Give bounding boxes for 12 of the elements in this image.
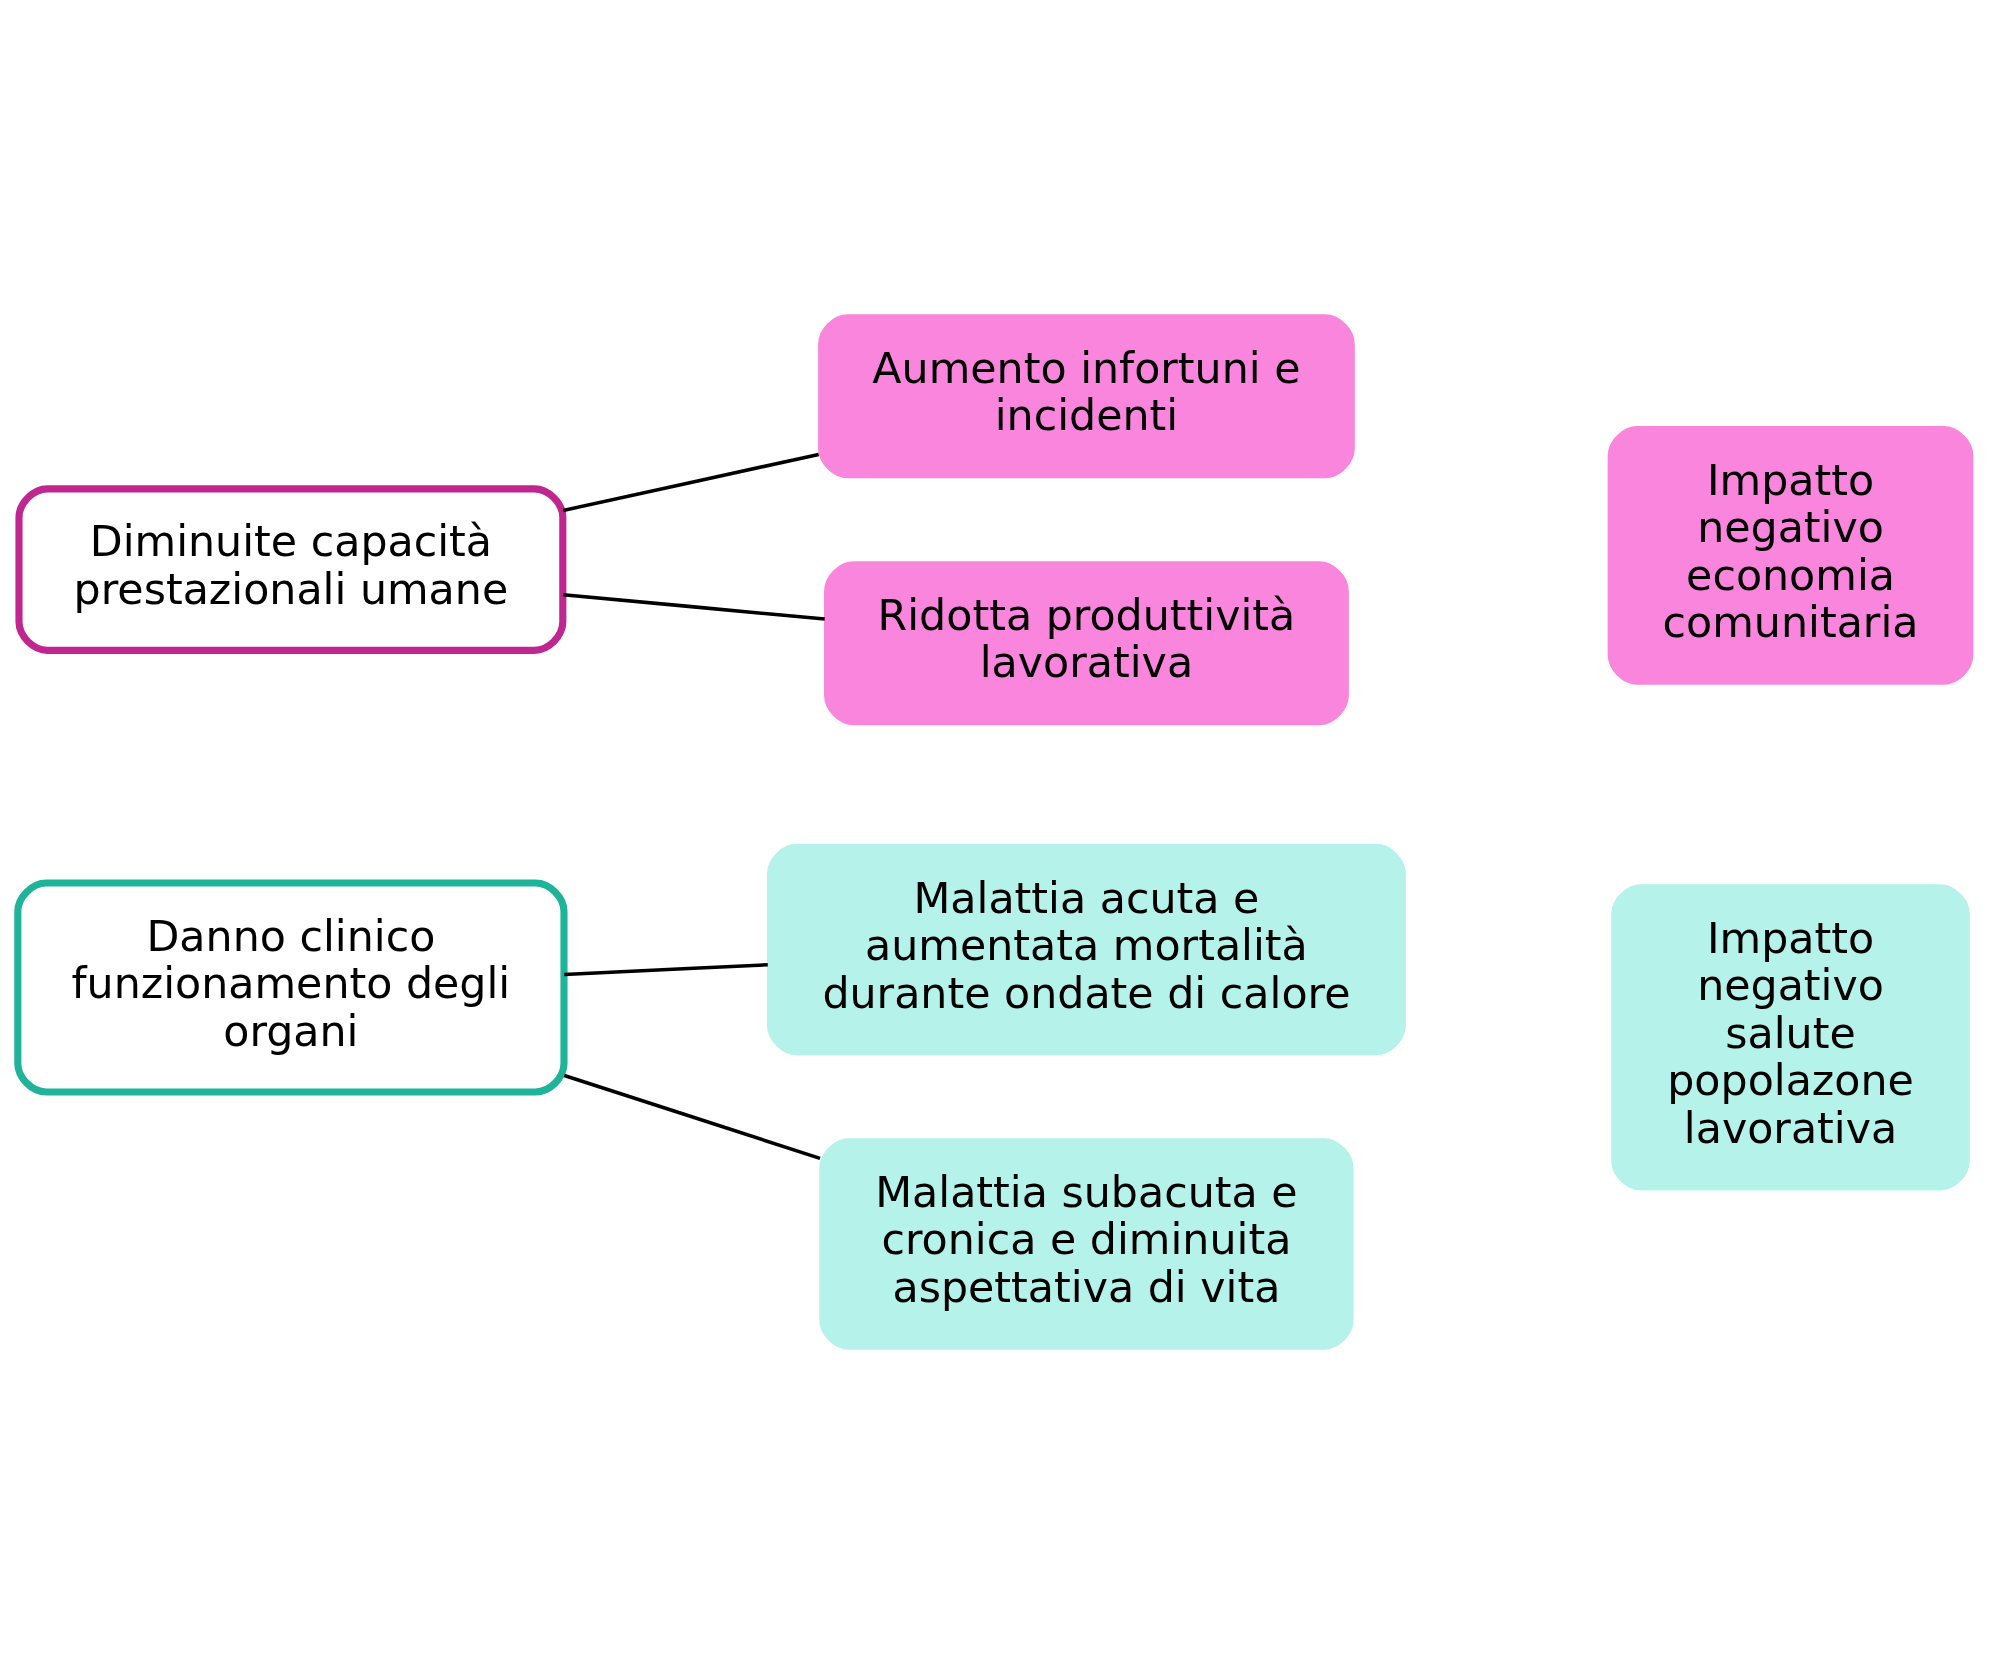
- node-box: Impatto negativo salute popolazone lavorativa: [1611, 883, 1970, 1191]
- connector: [564, 962, 768, 976]
- node-box: Malattia acuta e aumentata mortalità durante ondate di calore: [767, 843, 1406, 1055]
- node-box: Ridotta produttività lavorativa: [824, 560, 1349, 725]
- node-box: Malattia subacuta e cronica e diminuita aspettativa di vita: [819, 1137, 1354, 1350]
- connector: [563, 592, 825, 621]
- connector: [563, 1073, 821, 1160]
- node-box: Diminuite capacità prestazionali umane: [15, 484, 567, 654]
- node-box: Aumento infortuni e incidenti: [818, 313, 1355, 478]
- connector: [562, 452, 820, 512]
- node-box: Danno clinico funzionamento degli organi: [14, 879, 568, 1096]
- node-box: Impatto negativo economia comunitaria: [1607, 425, 1974, 685]
